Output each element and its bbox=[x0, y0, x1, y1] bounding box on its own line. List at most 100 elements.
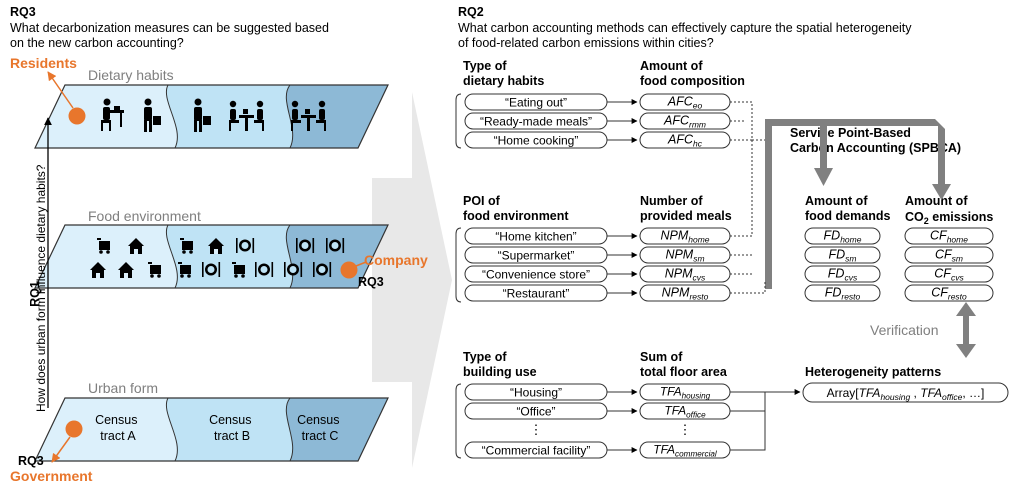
shopping-cart-icon bbox=[232, 262, 245, 278]
rq2-question-line2: of food-related carbon emissions within … bbox=[458, 36, 714, 50]
cutlery-plate-icon bbox=[236, 238, 255, 253]
shopping-cart-icon bbox=[178, 262, 191, 278]
heterogeneity-array-box bbox=[802, 382, 1009, 403]
npm-item: NPMsm bbox=[639, 246, 731, 264]
poi-item: “Home kitchen” bbox=[464, 227, 608, 245]
cf-item-text: CFhome bbox=[930, 229, 968, 245]
verification-label: Verification bbox=[870, 322, 938, 338]
poi-item: “Supermarket” bbox=[464, 246, 608, 264]
connector-lines bbox=[455, 93, 801, 459]
poi-item: “Convenience store” bbox=[464, 265, 608, 283]
two-people-at-table-icon bbox=[291, 100, 326, 131]
afc-item-text: AFCrmm bbox=[663, 114, 706, 130]
poi-item-text: “Supermarket” bbox=[498, 248, 575, 262]
shopping-cart-icon bbox=[97, 238, 110, 254]
cf-item: CFcvs bbox=[904, 265, 994, 283]
heterogeneity-array-text: Array[TFAhousing , TFAoffice, …] bbox=[827, 386, 985, 402]
npm-item-text: NPMhome bbox=[660, 229, 709, 245]
building-use-items: “Housing”“Office”⋮“Commercial facility” bbox=[464, 383, 608, 459]
house-icon bbox=[208, 238, 224, 254]
cf-item: CFhome bbox=[904, 227, 994, 245]
building-item-text: “Housing” bbox=[510, 385, 562, 399]
food-environment-icons bbox=[90, 238, 345, 278]
afc-item-text: AFChc bbox=[667, 133, 703, 149]
tfa-item-text: TFAcommercial bbox=[653, 443, 717, 459]
cutlery-plate-icon bbox=[326, 238, 345, 253]
rq3-heading: RQ3 bbox=[10, 5, 36, 19]
rq3-government-label: RQ3 bbox=[18, 454, 44, 468]
dietary-habit-items: “Eating out” “Ready-made meals” “Home cook… bbox=[464, 93, 608, 149]
fd-item: FDhome bbox=[804, 227, 881, 245]
dietary-item-text: “Ready-made meals” bbox=[480, 114, 592, 128]
poi-items: “Home kitchen” “Supermarket” “Convenience … bbox=[464, 227, 608, 302]
shopping-cart-icon bbox=[148, 262, 161, 278]
rq1-label: RQ1 bbox=[28, 281, 42, 307]
tfa-item: TFAcommercial bbox=[639, 441, 731, 459]
fd-item-text: FDcvs bbox=[828, 267, 858, 283]
header-food-demands: Amount of food demands bbox=[805, 194, 890, 223]
fd-item: FDresto bbox=[804, 284, 881, 302]
fd-item-text: FDresto bbox=[825, 286, 861, 302]
shopping-cart-icon bbox=[180, 238, 193, 254]
building-item-text: “Commercial facility” bbox=[482, 443, 591, 457]
tfa-item-text: TFAoffice bbox=[664, 404, 706, 420]
house-icon bbox=[128, 238, 144, 254]
government-arrow bbox=[51, 436, 71, 463]
npm-item-text: NPMresto bbox=[662, 286, 709, 302]
cf-item: CFsm bbox=[904, 246, 994, 264]
rq1-question: How does urban form influence dietary ha… bbox=[34, 164, 48, 412]
cutlery-plate-icon bbox=[313, 262, 332, 277]
cf-item-text: CFsm bbox=[935, 248, 963, 264]
poi-item: “Restaurant” bbox=[464, 284, 608, 302]
cf-item-text: CFresto bbox=[931, 286, 967, 302]
big-transition-arrow bbox=[372, 92, 452, 468]
afc-item: AFChc bbox=[639, 131, 731, 149]
company-label: Company bbox=[364, 252, 428, 268]
afc-item: AFCrmm bbox=[639, 112, 731, 130]
residents-arrow bbox=[47, 71, 74, 109]
food-environment-label: Food environment bbox=[88, 208, 201, 224]
dietary-item-text: “Eating out” bbox=[505, 95, 567, 109]
header-total-floor-area: Sum of total floor area bbox=[640, 350, 728, 379]
header-building-use: Type of building use bbox=[463, 350, 537, 379]
urban-form-band bbox=[34, 397, 389, 462]
dietary-item-text: “Home cooking” bbox=[494, 133, 579, 147]
food-environment-band bbox=[34, 224, 389, 289]
government-label: Government bbox=[10, 468, 93, 484]
spbca-title: Service Point-Based Carbon Accounting (S… bbox=[790, 126, 961, 155]
npm-item: NPMresto bbox=[639, 284, 731, 302]
house-icon bbox=[118, 262, 134, 278]
person-with-bag-icon bbox=[194, 98, 211, 132]
census-tract-c-label: Census tract C bbox=[297, 413, 343, 443]
building-item: “Office” bbox=[464, 402, 608, 420]
cutlery-plate-icon bbox=[255, 262, 274, 277]
dietary-item: “Home cooking” bbox=[464, 131, 608, 149]
afc-item-text: AFCeo bbox=[667, 95, 703, 111]
dietary-item: “Ready-made meals” bbox=[464, 112, 608, 130]
cf-item: CFresto bbox=[904, 284, 994, 302]
header-number-provided-meals: Number of provided meals bbox=[640, 194, 732, 223]
rq3-question-line2: on the new carbon accounting? bbox=[10, 36, 184, 50]
cutlery-plate-icon bbox=[202, 262, 221, 277]
building-item: “Housing” bbox=[464, 383, 608, 401]
building-item-text: “Office” bbox=[516, 404, 555, 418]
npm-item-text: NPMcvs bbox=[665, 267, 706, 283]
company-arrow bbox=[355, 261, 367, 267]
tfa-item: TFAhousing bbox=[639, 383, 731, 401]
poi-item-text: “Restaurant” bbox=[503, 286, 570, 300]
fd-item: FDcvs bbox=[804, 265, 881, 283]
verification-double-arrow bbox=[956, 302, 976, 358]
poi-item-text: “Convenience store” bbox=[482, 267, 590, 281]
rq3-question-line1: What decarbonization measures can be sug… bbox=[10, 21, 329, 35]
fd-item-text: FDsm bbox=[828, 248, 856, 264]
census-tract-a-label: Census tract A bbox=[95, 413, 141, 443]
poi-item-text: “Home kitchen” bbox=[495, 229, 576, 243]
afc-item: AFCeo bbox=[639, 93, 731, 111]
residents-dot bbox=[68, 107, 86, 125]
spbca-flow-arrows bbox=[765, 119, 951, 289]
urban-form-label: Urban form bbox=[88, 380, 158, 396]
